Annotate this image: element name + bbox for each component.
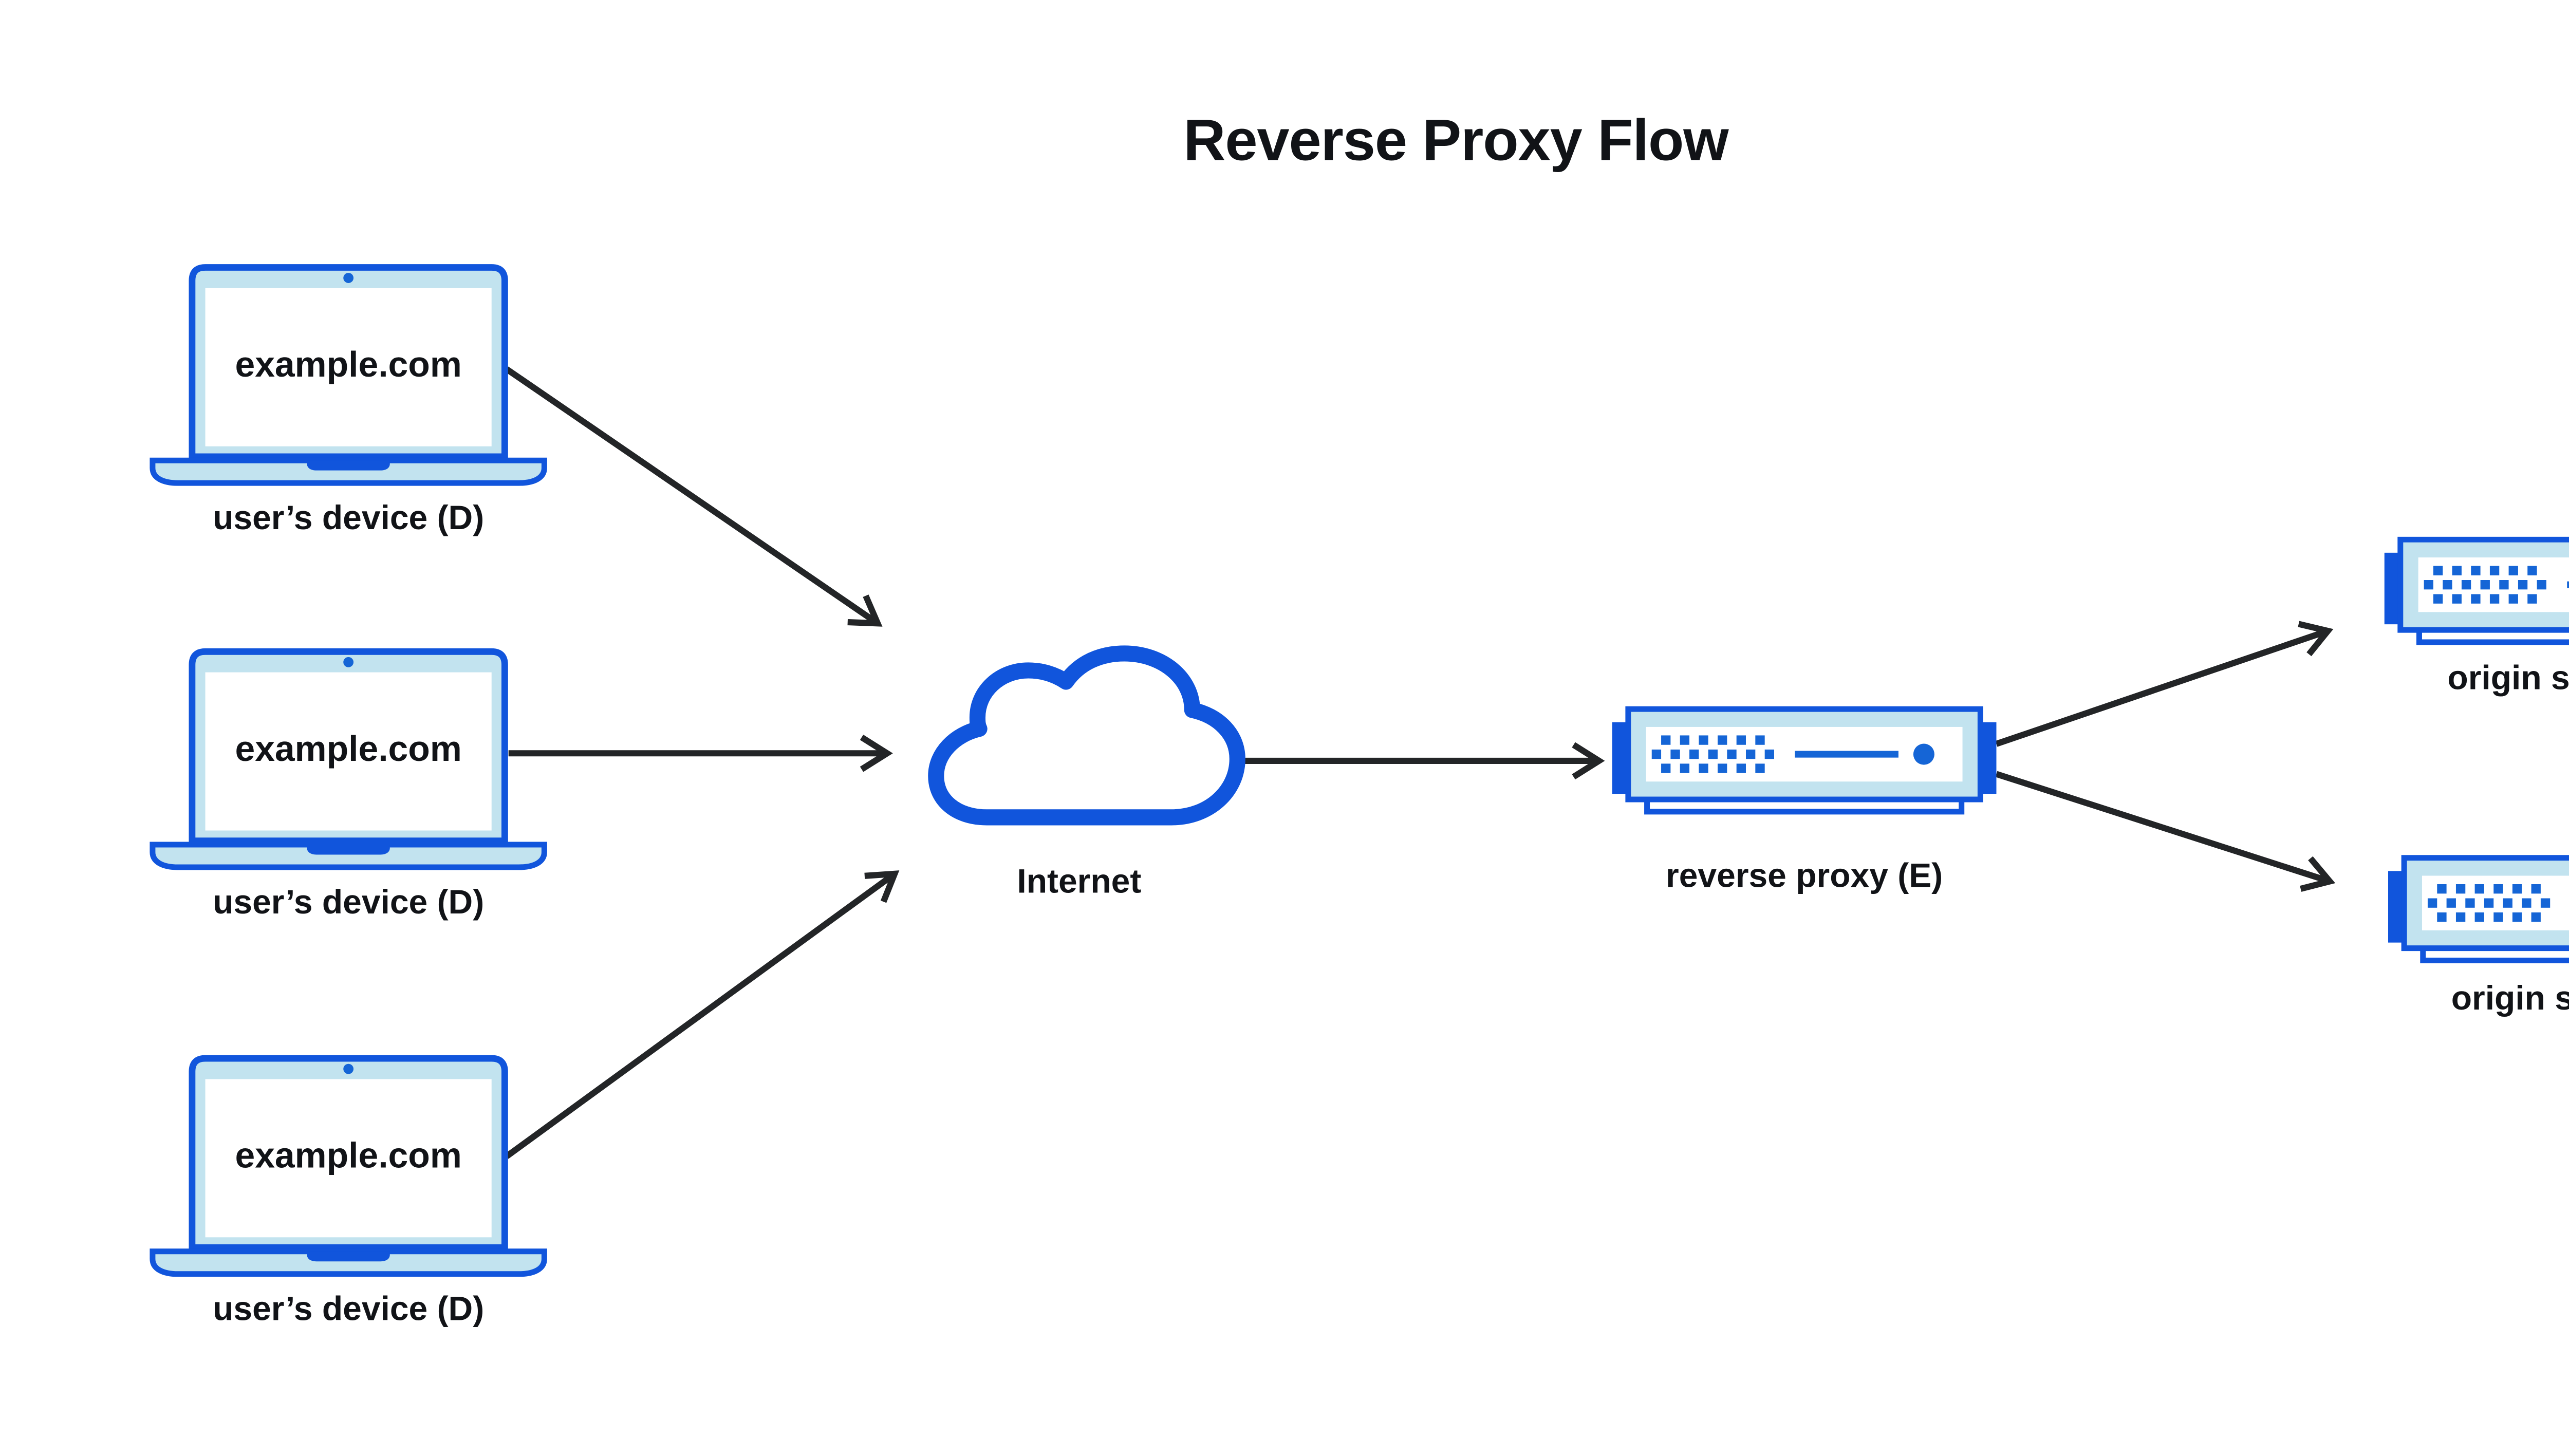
origin-server-group-1: origin server (F) — [2385, 537, 2569, 697]
device-caption: user’s device (D) — [213, 883, 485, 921]
origin-server-caption: origin server (F) — [2451, 979, 2569, 1017]
device-caption: user’s device (D) — [213, 499, 485, 537]
reverse-proxy-group: reverse proxy (E) — [1612, 706, 1997, 894]
reverse-proxy-caption: reverse proxy (E) — [1666, 856, 1943, 895]
server-icon — [2385, 537, 2569, 648]
device-caption: user’s device (D) — [213, 1290, 485, 1328]
device-screen-url: example.com — [235, 1137, 462, 1177]
user-device-group-2: example.com user’s device (D) — [147, 648, 550, 921]
internet-caption: Internet — [1017, 862, 1142, 901]
device-screen-url: example.com — [235, 346, 462, 386]
origin-server-group-2: origin server (F) — [2388, 855, 2569, 1017]
server-icon — [1612, 706, 1997, 817]
server-icon — [2388, 855, 2569, 966]
cloud-shape — [928, 645, 1245, 826]
page-title: Reverse Proxy Flow — [1183, 107, 1728, 174]
internet-group: Internet — [900, 642, 1258, 900]
arrow-proxy-to-origin1 — [1995, 621, 2334, 747]
internet-cloud-icon — [928, 645, 1245, 826]
arrow-device1-to-internet — [505, 366, 883, 627]
device-screen-url: example.com — [235, 731, 462, 771]
user-device-group-1: example.com user’s device (D) — [147, 264, 550, 537]
user-device-group-3: example.com user’s device (D) — [147, 1055, 550, 1328]
origin-server-caption: origin server (F) — [2447, 659, 2569, 697]
arrow-proxy-to-origin2 — [1995, 771, 2336, 892]
